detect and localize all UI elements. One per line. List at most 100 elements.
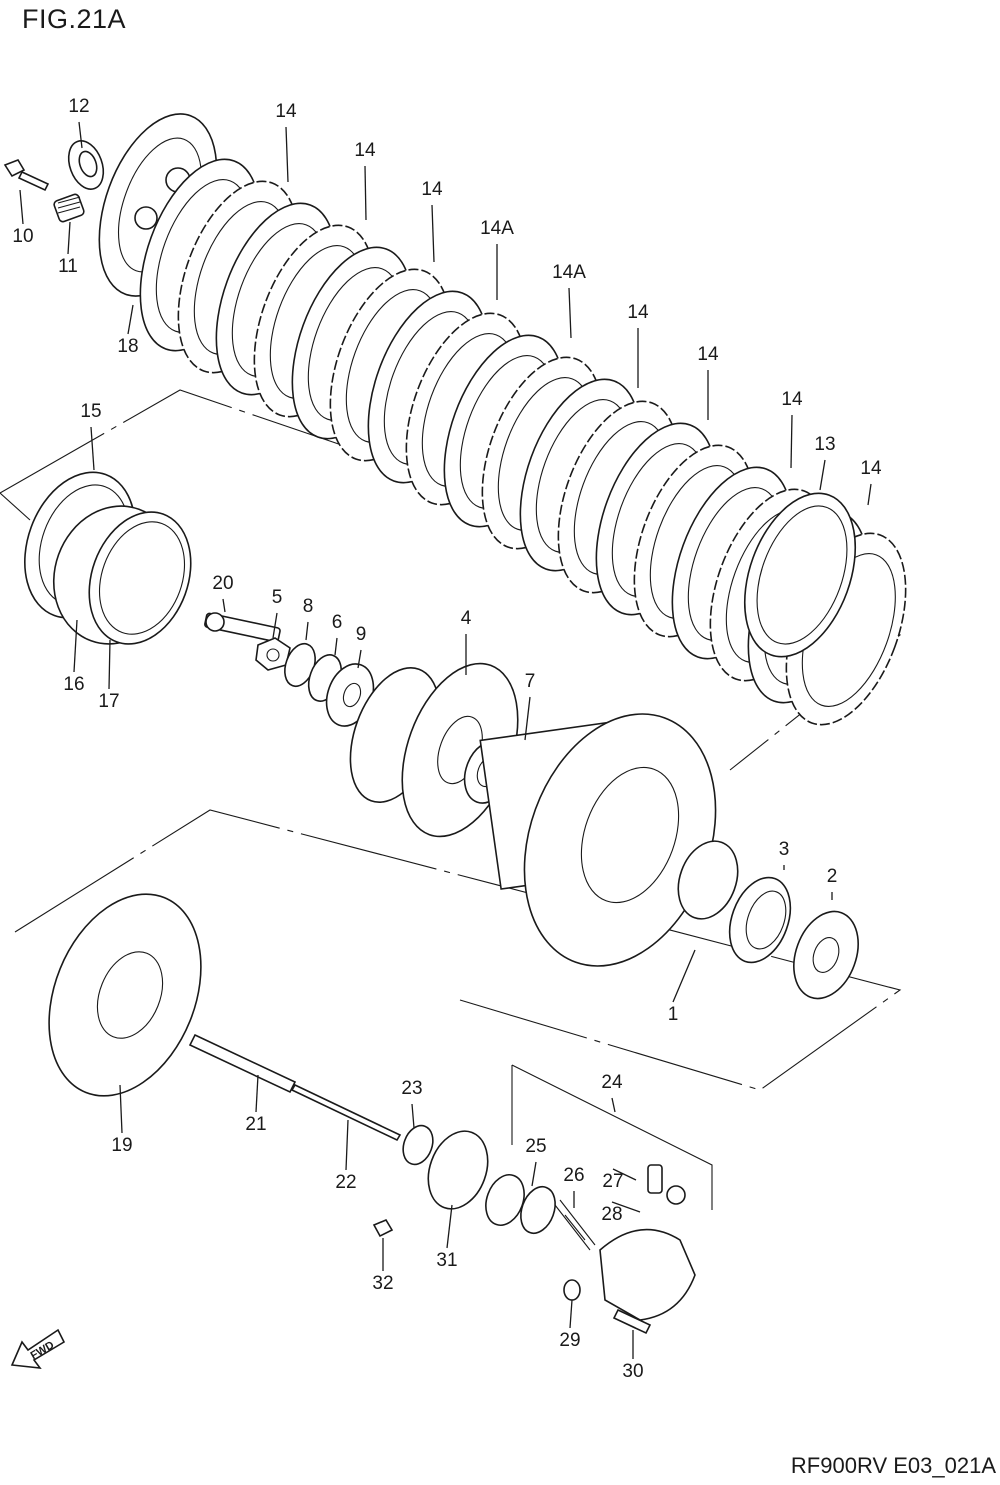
callout-part-31: 31	[436, 1204, 458, 1271]
callout-part-14: 14	[860, 458, 882, 506]
callout-label: 2	[827, 866, 838, 887]
callout-part-14: 14	[354, 140, 376, 221]
callout-leader-line	[19, 189, 24, 225]
bleeder-cap-part-28	[666, 1185, 686, 1205]
callout-leader-line	[672, 949, 696, 1003]
callout-part-16: 16	[63, 619, 85, 695]
callout-label: 3	[779, 839, 790, 860]
callout-part-9: 9	[356, 624, 367, 669]
thrust-washer-part-2	[793, 910, 859, 1000]
callout-leader-line	[78, 121, 83, 149]
callout-leader-line	[611, 1097, 616, 1113]
callout-label: 18	[117, 336, 138, 357]
callout-label: 14	[275, 101, 297, 122]
callout-part-17: 17	[98, 639, 120, 712]
needle-bearing-part-3	[728, 876, 792, 964]
callout-label: 22	[335, 1172, 356, 1193]
release-cylinder-group-frame	[511, 1064, 713, 1210]
callout-leader-line	[119, 1084, 123, 1134]
callout-leader-line	[568, 287, 572, 339]
figure-title: FIG.21A	[22, 4, 127, 34]
callout-leader-line	[108, 639, 111, 690]
callout-part-3: 3	[779, 839, 790, 870]
callout-label: 11	[58, 256, 78, 277]
callout-part-24: 24	[601, 1072, 623, 1113]
callout-label: 6	[332, 612, 343, 633]
callout-leader-line	[272, 612, 278, 639]
seat-part-17	[88, 511, 192, 645]
callout-leader-line	[255, 1074, 259, 1113]
callout-leader-line	[867, 483, 872, 506]
callout-part-14: 14	[421, 179, 443, 263]
callout-label: 32	[372, 1273, 393, 1294]
callout-part-6: 6	[332, 612, 343, 656]
callout-part-14: 14	[697, 344, 719, 420]
callout-label: 4	[461, 608, 472, 629]
callout-leader-line	[411, 1103, 415, 1129]
callout-part-13: 13	[814, 434, 836, 491]
release-cylinder-body	[599, 1228, 696, 1321]
callout-part-7: 7	[524, 671, 536, 741]
gasket-part-31	[427, 1130, 489, 1210]
callout-label: 14	[697, 344, 719, 365]
spring-part-11	[53, 193, 85, 223]
judder-spring-part-13	[743, 492, 857, 658]
callout-part-14: 14	[275, 101, 297, 183]
callout-part-27: 27	[602, 1168, 637, 1192]
callout-part-30: 30	[622, 1330, 644, 1382]
callout-leader-line	[531, 1161, 537, 1187]
callout-part-23: 23	[401, 1078, 423, 1129]
callout-label: 5	[272, 587, 283, 608]
callout-part-1: 1	[668, 949, 696, 1025]
callout-part-14: 14	[781, 389, 803, 469]
callout-leader-line	[364, 165, 367, 221]
callout-part-20: 20	[212, 573, 234, 613]
callout-part-32: 32	[372, 1238, 394, 1294]
callout-label: 16	[63, 674, 84, 695]
callout-leader-line	[285, 126, 289, 183]
callout-label: 9	[356, 624, 367, 645]
callout-label: 14	[627, 302, 649, 323]
callout-label: 13	[814, 434, 835, 455]
callout-part-5: 5	[272, 587, 283, 639]
callout-label: 19	[111, 1135, 132, 1156]
bolt-part-32	[372, 1218, 394, 1238]
primary-driven-gear-part-1	[479, 713, 739, 967]
callout-leader-line	[222, 598, 226, 613]
callout-label: 28	[601, 1204, 622, 1225]
callout-part-10: 10	[12, 189, 34, 247]
callout-label: 14	[781, 389, 803, 410]
callout-label: 24	[601, 1072, 623, 1093]
callout-part-14A: 14A	[480, 218, 514, 300]
driven-gear-part-19	[48, 893, 202, 1097]
bolt-part-30	[612, 1308, 652, 1335]
callout-label: 8	[303, 596, 314, 617]
clutch-plate-stack	[139, 158, 907, 726]
callout-part-26: 26	[563, 1165, 585, 1208]
piston-part-25	[485, 1174, 556, 1235]
callout-part-21: 21	[245, 1074, 267, 1135]
callout-part-2: 2	[827, 866, 838, 900]
push-rod-part-22	[290, 1083, 402, 1142]
callout-leader-line	[357, 649, 362, 669]
callout-leader-line	[819, 459, 826, 491]
callout-part-4: 4	[461, 608, 472, 675]
callout-leader-line	[431, 204, 435, 263]
callout-leader-line	[612, 1168, 637, 1181]
callout-label: 7	[525, 671, 536, 692]
callout-leader-line	[611, 1201, 641, 1213]
callout-leader-line	[67, 221, 71, 255]
callout-label: 29	[559, 1330, 580, 1351]
callout-leader-line	[334, 637, 338, 656]
fwd-arrow-icon: FWD	[10, 1328, 66, 1369]
callout-label: 1	[668, 1004, 679, 1025]
callout-leader-line	[524, 696, 531, 741]
callout-part-28: 28	[601, 1201, 641, 1225]
callout-leader-line	[569, 1299, 573, 1329]
bolt-part-29	[563, 1279, 581, 1301]
callout-label: 26	[563, 1165, 584, 1186]
callout-leader-line	[305, 621, 309, 641]
callout-part-22: 22	[335, 1119, 357, 1193]
